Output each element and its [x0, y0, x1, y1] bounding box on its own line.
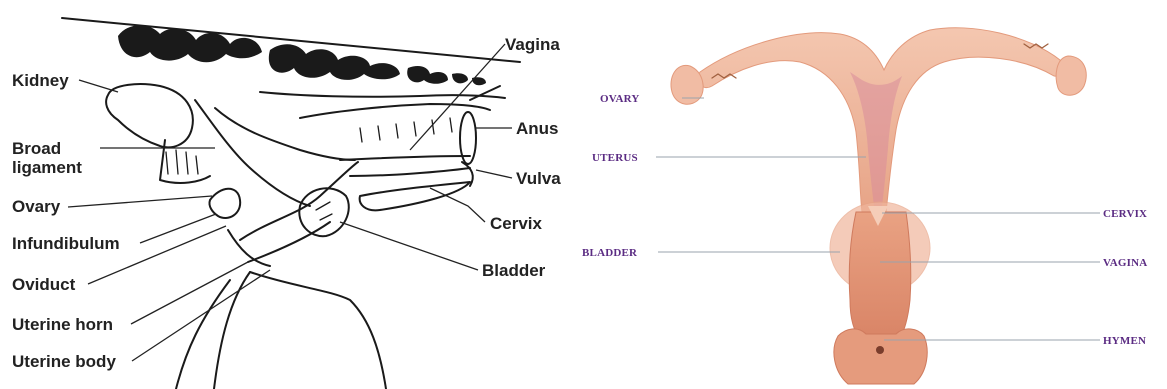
spine-drawing	[62, 18, 520, 98]
label-vagina-right: VAGINA	[1103, 257, 1147, 269]
label-uterine-body: Uterine body	[12, 352, 116, 371]
left-leader-lines	[68, 44, 512, 361]
kidney-drawing	[106, 84, 193, 147]
label-vagina: Vagina	[505, 35, 560, 54]
label-broad-ligament-line2: ligament	[12, 158, 82, 177]
vagina-canal	[849, 212, 911, 340]
label-cervix-right: CERVIX	[1103, 208, 1147, 220]
label-infundibulum: Infundibulum	[12, 234, 120, 253]
left-anatomy-drawing: Kidney Broad ligament Ovary Infundibulum…	[12, 18, 561, 389]
label-bladder-right: BLADDER	[582, 247, 638, 259]
hymen-region	[834, 329, 927, 384]
label-oviduct: Oviduct	[12, 275, 76, 294]
ovary-right	[1056, 56, 1086, 95]
label-broad-ligament-line1: Broad	[12, 139, 61, 158]
hymen-opening	[876, 346, 884, 354]
label-ovary: Ovary	[12, 197, 61, 216]
label-uterus: UTERUS	[592, 152, 638, 164]
label-cervix: Cervix	[490, 214, 543, 233]
label-vulva: Vulva	[516, 169, 561, 188]
label-kidney: Kidney	[12, 71, 69, 90]
label-uterine-horn: Uterine horn	[12, 315, 113, 334]
label-ovary-right: OVARY	[600, 93, 640, 105]
label-hymen: HYMEN	[1103, 335, 1146, 347]
right-anatomy-illustration: OVARY UTERUS CERVIX BLADDER VAGINA HYMEN	[582, 28, 1147, 384]
reproductive-tract-drawing	[160, 86, 500, 389]
label-anus: Anus	[516, 119, 559, 138]
label-bladder: Bladder	[482, 261, 546, 280]
